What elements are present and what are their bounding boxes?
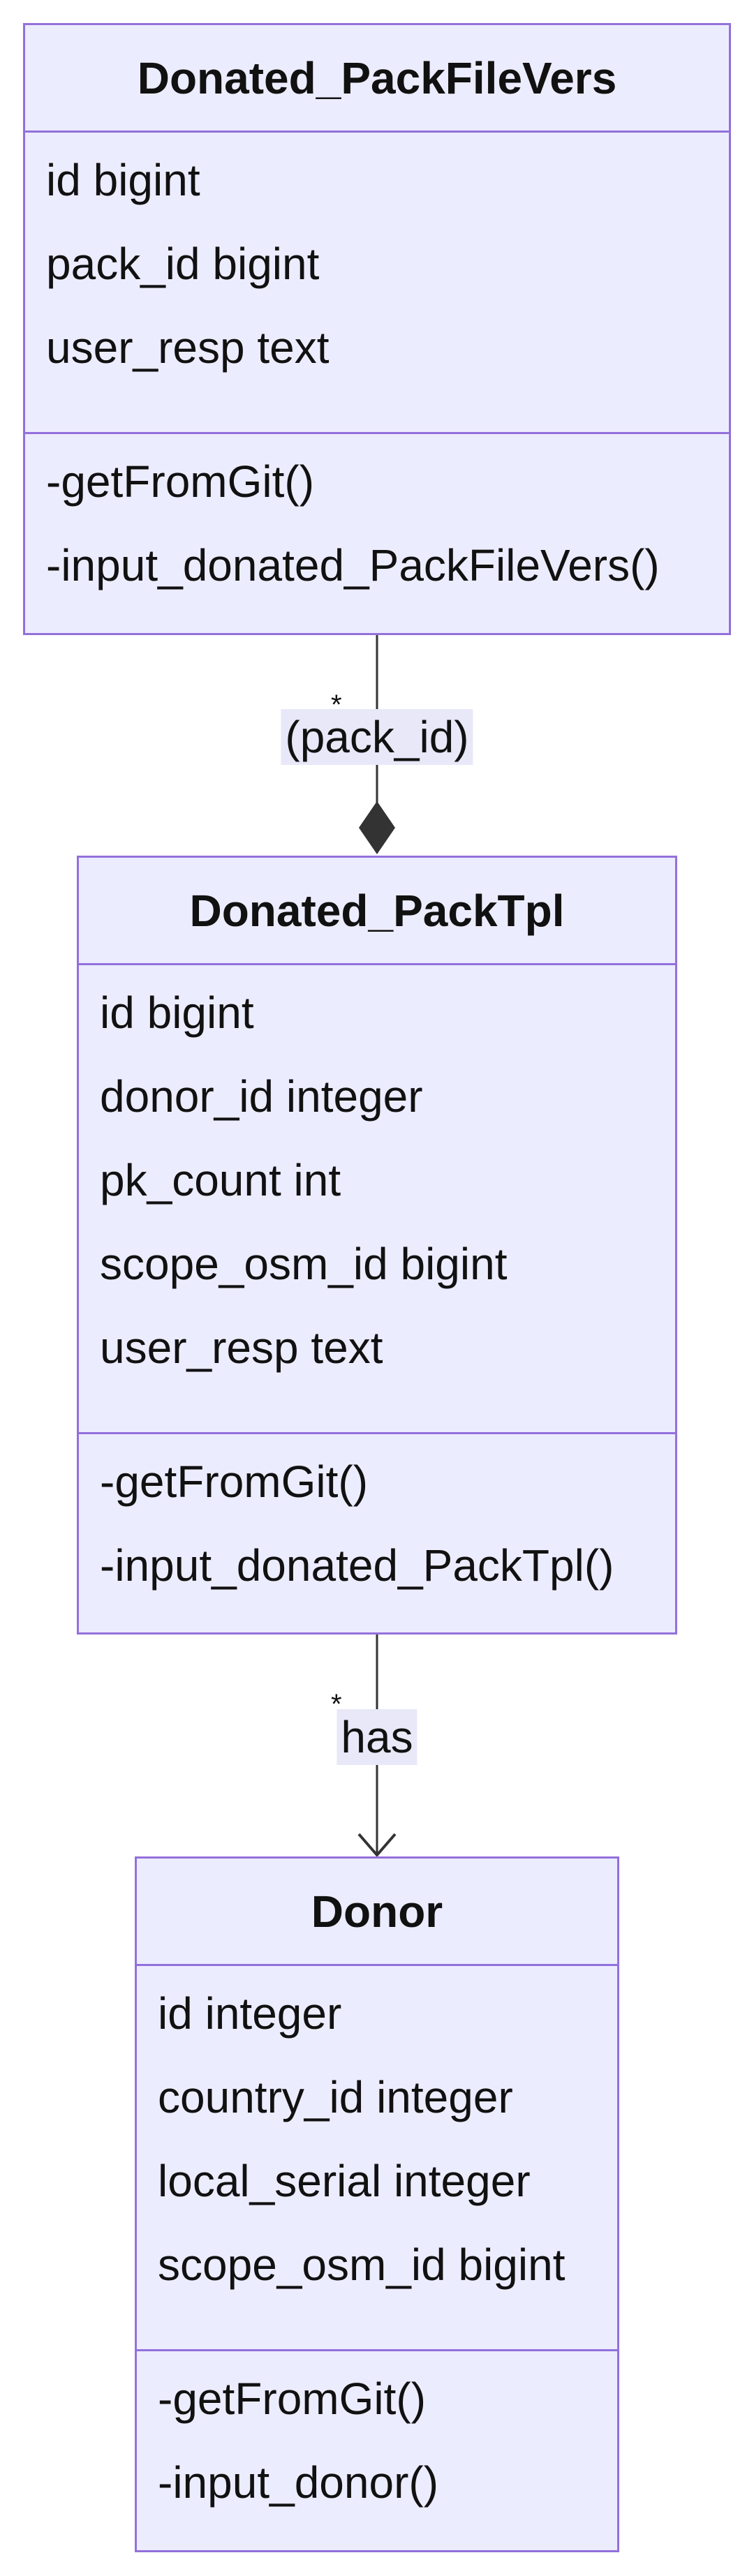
class-name: Donated_PackTpl: [189, 885, 565, 936]
relation-label: (pack_id): [281, 709, 473, 765]
class-methods: -getFromGit() -input_donor(): [137, 2351, 617, 2549]
class-attribute: local_serial integer: [158, 2156, 531, 2206]
class-attribute: scope_osm_id bigint: [100, 1239, 508, 1289]
class-attribute: user_resp text: [46, 322, 330, 373]
class-attribute: user_resp text: [100, 1323, 383, 1373]
class-attribute: id bigint: [100, 988, 254, 1038]
class-attribute: scope_osm_id bigint: [158, 2240, 566, 2290]
class-attributes: id bigint donor_id integer pk_count int …: [79, 965, 675, 1434]
class-donated-packfilevers[interactable]: Donated_PackFileVers id bigint pack_id b…: [23, 23, 731, 635]
class-method: -input_donor(): [158, 2457, 438, 2508]
class-attribute: id bigint: [46, 155, 200, 205]
arrow-head-icon: [357, 1833, 397, 1856]
class-method: -getFromGit(): [100, 1457, 368, 1507]
class-method: -getFromGit(): [46, 456, 314, 507]
class-method: -getFromGit(): [158, 2374, 426, 2424]
class-method: -input_donated_PackTpl(): [100, 1540, 614, 1591]
class-attributes: id integer country_id integer local_seri…: [137, 1966, 617, 2351]
class-name: Donor: [311, 1886, 443, 1937]
class-attribute: pack_id bigint: [46, 239, 320, 289]
class-method: -input_donated_PackFileVers(): [46, 540, 660, 590]
class-attribute: donor_id integer: [100, 1071, 423, 1122]
class-donor[interactable]: Donor id integer country_id integer loca…: [135, 1856, 619, 2552]
class-attribute: pk_count int: [100, 1155, 341, 1205]
class-header: Donated_PackFileVers: [25, 25, 729, 133]
class-attributes: id bigint pack_id bigint user_resp text: [25, 133, 729, 434]
class-header: Donor: [137, 1859, 617, 1966]
class-methods: -getFromGit() -input_donated_PackFileVer…: [25, 434, 729, 632]
class-name: Donated_PackFileVers: [137, 52, 617, 103]
composition-diamond-icon: [359, 801, 395, 854]
relation-label: has: [337, 1709, 417, 1765]
class-methods: -getFromGit() -input_donated_PackTpl(): [79, 1434, 675, 1632]
class-attribute: country_id integer: [158, 2072, 513, 2122]
class-donated-packtpl[interactable]: Donated_PackTpl id bigint donor_id integ…: [77, 856, 677, 1635]
class-header: Donated_PackTpl: [79, 858, 675, 965]
class-attribute: id integer: [158, 1988, 342, 2039]
